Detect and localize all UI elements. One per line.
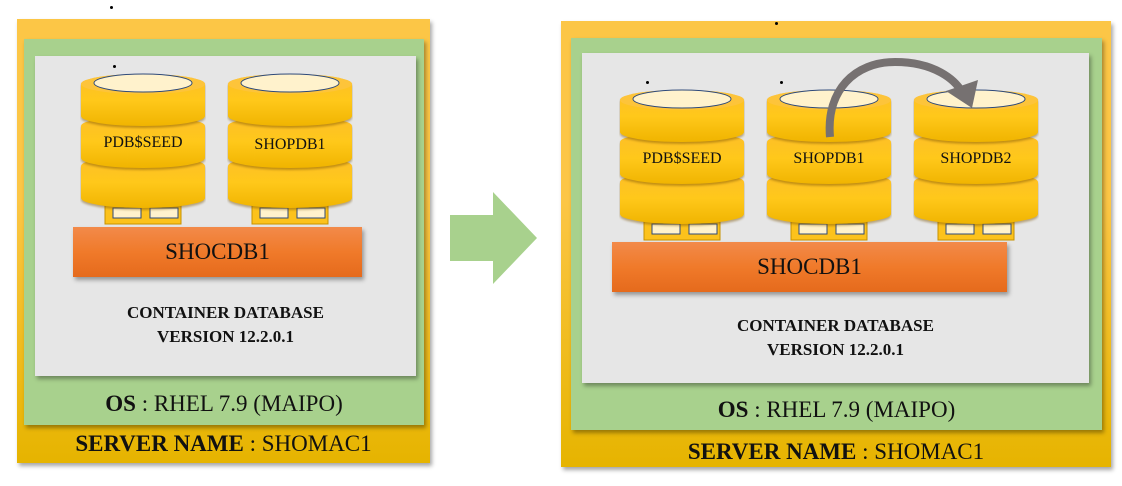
cdb-bar-before[interactable]: SHOCDB1 [73, 227, 362, 277]
marker-dot [780, 81, 783, 84]
pdb-cylinder-pdbseed-before[interactable]: PDB$SEED [80, 68, 206, 248]
marker-dot [113, 65, 116, 68]
cdb-name: SHOCDB1 [757, 254, 862, 279]
cdb-caption-line1: CONTAINER DATABASE [737, 316, 934, 335]
marker-dot [646, 81, 649, 84]
cdb-name: SHOCDB1 [165, 239, 270, 264]
marker-dot [775, 22, 778, 25]
pdb-label: PDB$SEED [642, 150, 722, 167]
database-icon [81, 73, 205, 225]
os-label-before: OS : RHEL 7.9 (MAIPO) [24, 391, 424, 417]
os-label-value: : RHEL 7.9 (MAIPO) [135, 391, 343, 416]
database-icon [228, 73, 352, 225]
cdb-caption-line2: VERSION 12.2.0.1 [157, 327, 294, 346]
pdb-label: SHOPDB1 [254, 136, 326, 153]
server-label-after: SERVER NAME : SHOMAC1 [561, 439, 1111, 465]
pdb-cylinder-pdbseed-after[interactable]: PDB$SEED [619, 84, 745, 264]
cdb-caption-after: CONTAINER DATABASE VERSION 12.2.0.1 [582, 314, 1089, 362]
os-label-value: : RHEL 7.9 (MAIPO) [748, 397, 956, 422]
pdb-label: SHOPDB1 [793, 150, 865, 167]
pdb-cylinder-shopdb1-after[interactable]: SHOPDB1 [766, 84, 892, 264]
os-label-key: OS [105, 391, 136, 416]
cdb-caption-line1: CONTAINER DATABASE [127, 303, 324, 322]
server-label-key: SERVER NAME [75, 431, 244, 456]
pdb-label: SHOPDB2 [940, 150, 1012, 167]
os-label-key: OS [717, 397, 749, 422]
marker-dot [110, 6, 113, 9]
pdb-label: PDB$SEED [103, 134, 183, 151]
database-icon [620, 89, 744, 241]
server-label-value: : SHOMAC1 [856, 439, 985, 464]
os-label-after: OS : RHEL 7.9 (MAIPO) [571, 397, 1102, 423]
transition-arrow-icon [450, 192, 537, 284]
cdb-caption-line2: VERSION 12.2.0.1 [767, 340, 904, 359]
server-label-value: : SHOMAC1 [243, 431, 372, 456]
cdb-bar-after[interactable]: SHOCDB1 [612, 242, 1007, 292]
pdb-cylinder-shopdb2-after[interactable]: SHOPDB2 [913, 84, 1039, 264]
pdb-cylinder-shopdb1-before[interactable]: SHOPDB1 [227, 68, 353, 248]
server-label-before: SERVER NAME : SHOMAC1 [17, 431, 430, 457]
cdb-caption-before: CONTAINER DATABASE VERSION 12.2.0.1 [35, 301, 416, 349]
server-label-key: SERVER NAME [687, 439, 857, 464]
